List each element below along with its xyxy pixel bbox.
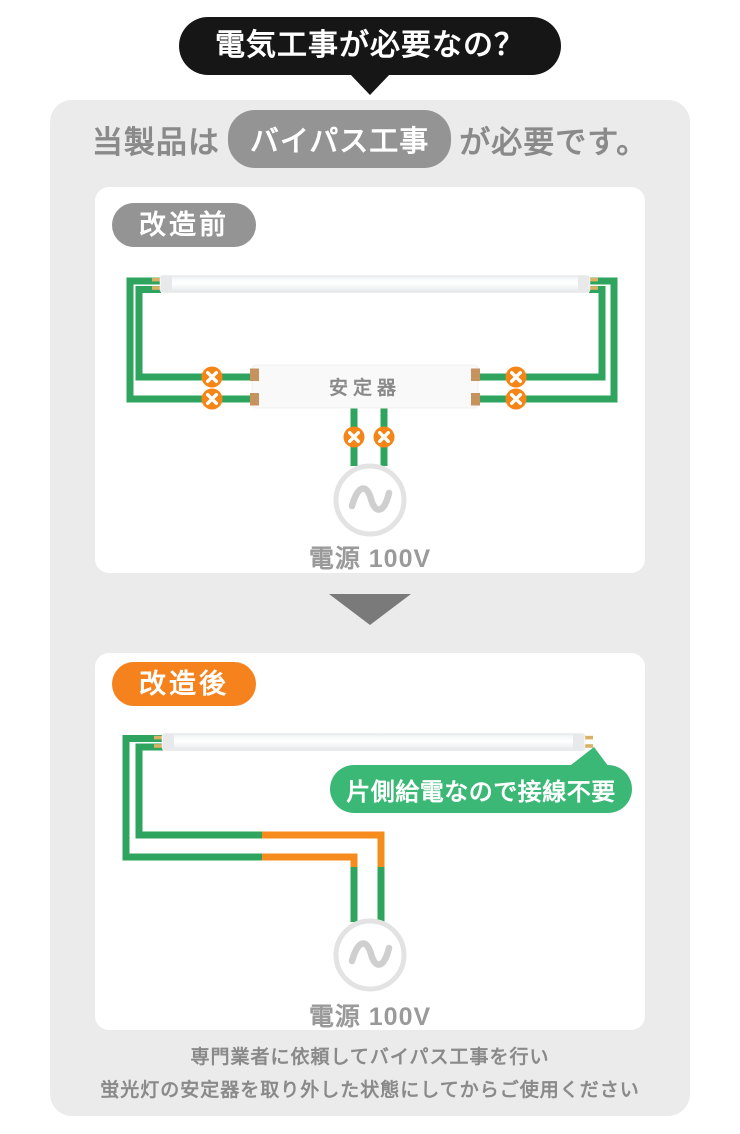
ballast-box	[250, 364, 480, 409]
before-card: 改造前	[95, 187, 645, 573]
headline-prefix: 当製品は	[91, 124, 220, 160]
after-wiring-diagram	[122, 733, 618, 992]
sine-wave-icon	[348, 485, 393, 513]
question-banner: 電気工事が必要なの？	[179, 17, 561, 95]
ballast-label: 安定器	[328, 378, 401, 399]
x-mark-icon	[505, 388, 527, 410]
before-badge: 改造前	[112, 203, 256, 247]
fluorescent-tube	[154, 733, 593, 751]
speech-pointer-icon	[349, 73, 391, 95]
x-mark-icon	[201, 366, 223, 388]
x-mark-icon	[505, 366, 527, 388]
headline-suffix: が必要です。	[459, 124, 649, 160]
fluorescent-tube	[152, 275, 598, 293]
bypass-pill-badge: バイパス工事	[227, 110, 452, 168]
after-badge: 改造後	[112, 662, 256, 706]
after-wires	[122, 735, 385, 922]
before-wiring-diagram	[126, 275, 618, 537]
after-card: 改造後	[95, 653, 645, 1031]
power-label: 電源 100V	[308, 545, 432, 573]
x-mark-icon	[373, 426, 395, 448]
power-source-symbol	[333, 463, 407, 537]
headline: 当製品は バイパス工事 が必要です。	[0, 110, 740, 168]
x-mark-icon	[343, 426, 365, 448]
x-mark-icon	[201, 388, 223, 410]
arrow-down-icon	[329, 594, 411, 625]
footer-line-1: 専門業者に依頼してバイパス工事を行い	[190, 1047, 550, 1068]
question-banner-text: 電気工事が必要なの？	[215, 29, 525, 62]
power-label: 電源 100V	[308, 1003, 432, 1031]
one-side-power-callout: 片側給電なので接線不要	[330, 765, 632, 813]
power-source-symbol	[333, 918, 407, 992]
footer-line-2: 蛍光灯の安定器を取り外した状態にしてからご使用ください	[100, 1079, 640, 1101]
sine-wave-icon	[348, 940, 393, 968]
footer-caption: 専門業者に依頼してバイパス工事を行い 蛍光灯の安定器を取り外した状態にしてからご…	[0, 1042, 740, 1107]
